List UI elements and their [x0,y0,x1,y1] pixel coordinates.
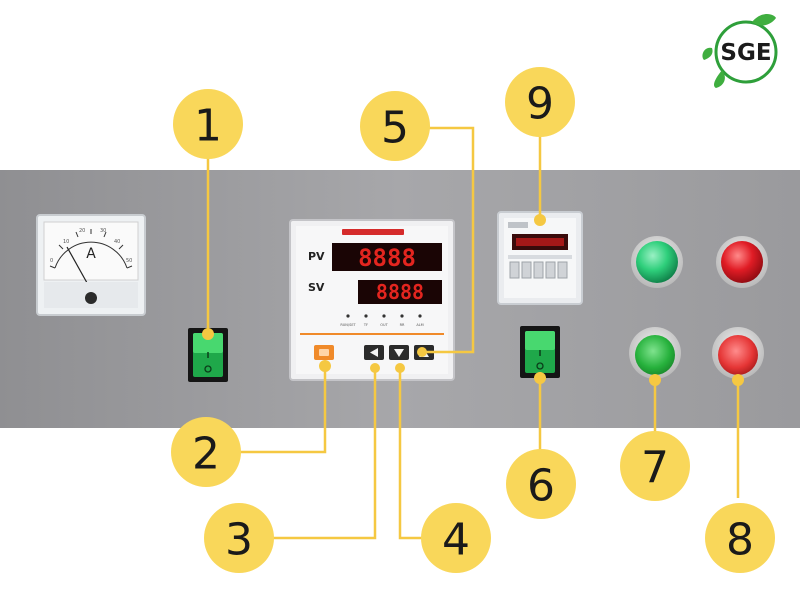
callout-badge-7: 7 [620,431,690,501]
callout-number-4: 4 [442,515,470,566]
callout-number-2: 2 [192,429,220,480]
pv-display-value: 8888 [358,244,416,272]
indicator-label-tf: TF [363,323,368,327]
ammeter-zero-adjust-screw[interactable] [85,292,97,304]
sv-display [358,280,442,304]
callout-number-6: 6 [527,461,555,512]
callout-badge-2: 2 [171,417,241,487]
ammeter: 0 10 20 30 40 50 A [36,214,146,316]
ammeter-scale-50: 50 [126,258,132,264]
digital-timer-relay [497,211,583,305]
pv-label: PV [308,250,325,263]
sge-logo: SGE [702,14,778,88]
controller-down-button[interactable] [389,345,409,360]
pv-display [332,243,442,271]
callout-badge-4: 4 [421,503,491,573]
ammeter-scale-20: 20 [79,228,85,234]
ammeter-scale-10: 10 [63,239,69,245]
callout-badge-5: 5 [360,91,430,161]
leaf-icon [714,70,725,88]
callout-badge-9: 9 [505,67,575,137]
callout-leader-ends [202,214,744,386]
rocker-switch-1[interactable] [188,328,228,382]
controller-shift-button[interactable] [364,345,384,360]
callout-number-1: 1 [194,101,222,152]
callout-badge-1: 1 [173,89,243,159]
ammeter-unit-label: A [86,246,96,262]
leaf-icon [702,47,713,60]
ammeter-scale-30: 30 [100,228,106,234]
timer-dip-switches[interactable] [509,261,568,279]
indicator-label-run-set: RUN/SET [340,323,356,327]
ammeter-scale-40: 40 [114,239,120,245]
indicator-label-rr: RR [400,323,405,327]
callout-leader-lines [206,122,740,540]
callout-badge-8: 8 [705,503,775,573]
red-push-button[interactable] [712,327,764,379]
indicator-label-alm: ALM [416,323,423,327]
rocker-switch-6[interactable] [520,326,560,378]
temperature-controller: PV SV 8888 8888 RUN/SET TF OUT RR ALM [289,219,455,381]
green-pilot-lamp [631,236,683,288]
callout-number-8: 8 [726,515,754,566]
sv-label: SV [308,281,325,294]
status-indicators: RUN/SET TF OUT RR ALM [340,314,424,327]
red-pilot-lamp [716,236,768,288]
controller-set-button[interactable] [314,345,334,360]
callout-number-5: 5 [381,103,409,154]
logo-text: SGE [720,40,771,66]
indicator-label-out: OUT [380,323,388,327]
leaf-icon [752,14,776,26]
callout-badge-3: 3 [204,503,274,573]
green-push-button[interactable] [629,327,681,379]
ammeter-scale-0: 0 [50,258,53,264]
sv-display-value: 8888 [376,280,424,304]
callout-number-9: 9 [526,79,554,130]
callout-number-3: 3 [225,515,253,566]
callout-badge-6: 6 [506,449,576,519]
callout-number-7: 7 [641,443,669,494]
